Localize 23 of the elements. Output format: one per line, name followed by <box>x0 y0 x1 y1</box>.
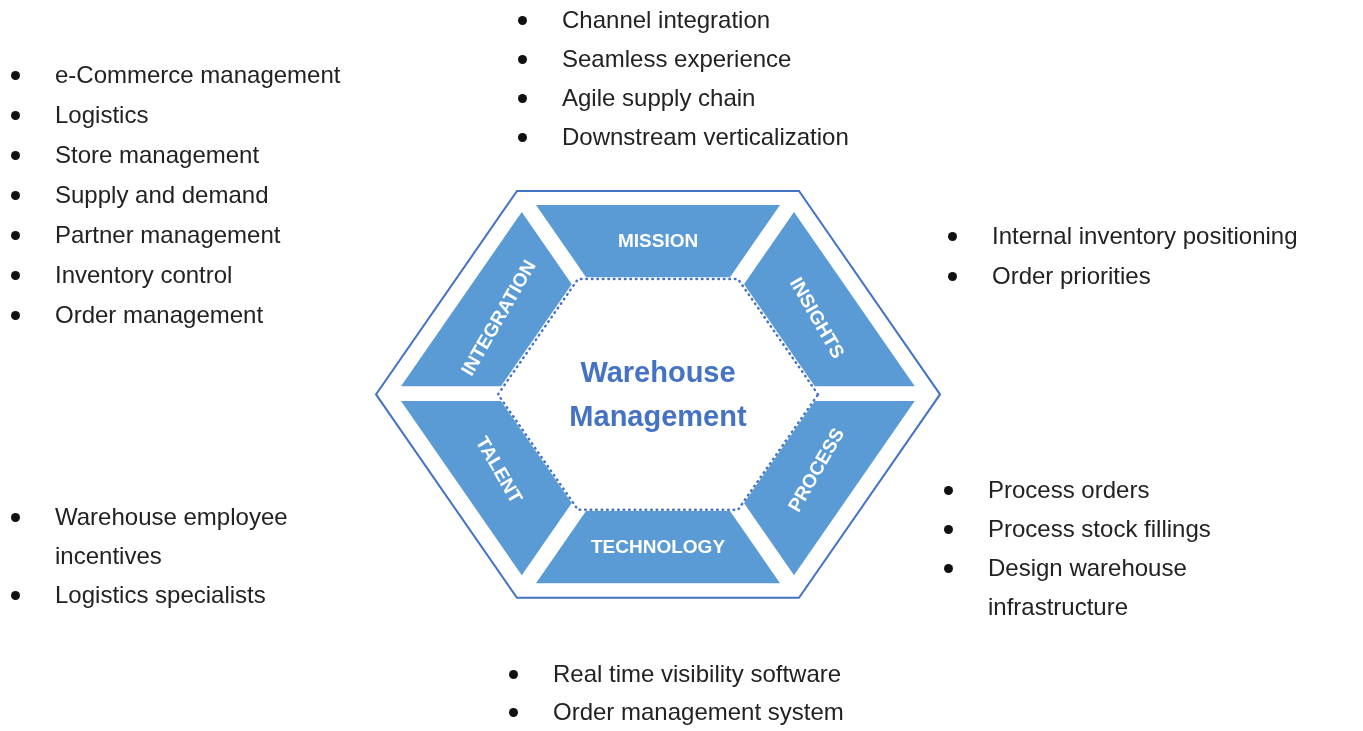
list-item: Order management <box>55 301 264 328</box>
segment-label: MISSION <box>618 230 699 253</box>
list-item: Process orders <box>988 476 1150 503</box>
list-item: Store management <box>55 141 260 168</box>
list-item: Downstream verticalization <box>562 123 849 150</box>
center-title: Warehouse Management <box>568 355 748 434</box>
list-item: Supply and demand <box>55 181 269 208</box>
list-item: Seamless experience <box>562 45 792 72</box>
list-item: Real time visibility software <box>553 660 842 687</box>
list-item: e-Commerce management <box>55 61 341 88</box>
list-item: Order management system <box>553 698 844 725</box>
list-item: Agile supply chain <box>562 84 756 111</box>
list-item: Order priorities <box>992 262 1151 289</box>
list-item: Process stock fillings <box>988 515 1211 542</box>
list-item: Partner management <box>55 221 281 248</box>
list-item: Logistics <box>55 101 149 128</box>
list-item: Inventory control <box>55 261 233 288</box>
list-item: Logistics specialists <box>55 581 266 608</box>
list-item: Channel integration <box>562 6 771 33</box>
segment-label: TECHNOLOGY <box>591 535 726 558</box>
list-item: Warehouse employee incentives <box>55 503 288 569</box>
list-item: Internal inventory positioning <box>992 222 1298 249</box>
list-item: Design warehouse infrastructure <box>988 554 1187 620</box>
